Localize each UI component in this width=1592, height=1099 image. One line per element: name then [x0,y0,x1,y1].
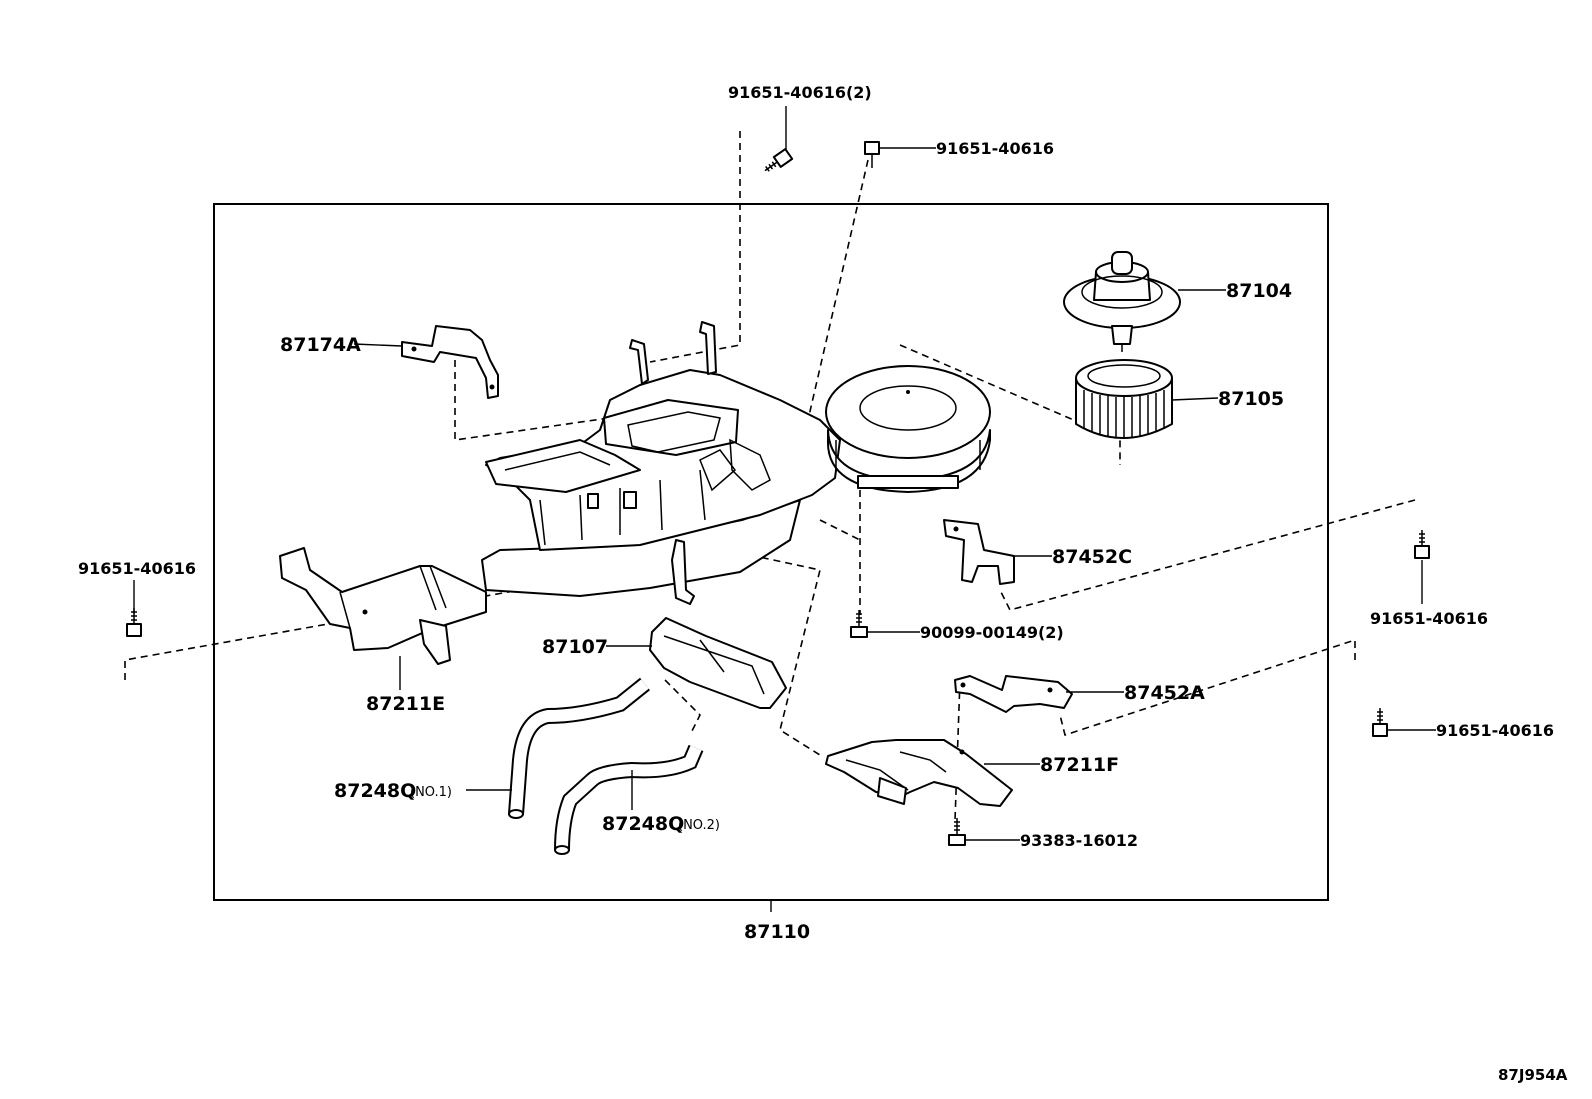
label-87110: 87110 [744,921,810,943]
bolt-right-2-icon [1372,708,1388,737]
label-87452a: 87452A [1124,682,1205,704]
label-87211e: 87211E [366,693,445,715]
label-87248q-no2: 87248Q [602,813,684,835]
label-87248q-no1: 87248Q [334,780,416,802]
label-93383-16012: 93383-16012 [1020,831,1138,850]
bolt-top-right-icon [864,141,880,168]
leader-lines [133,106,1436,841]
hose-87248q-no1-icon [508,677,650,819]
duct-87211e-icon [279,547,487,665]
bracket-87452a-icon [954,675,1073,713]
label-bolt-right-1: 91651-40616 [1370,609,1488,628]
screw-16012-icon [948,818,966,846]
bolt-top-icon [764,148,794,172]
label-bolt-top: 91651-40616(2) [728,83,872,102]
label-87248q-no2-note: (NO.2) [678,818,720,833]
label-bolt-top-right: 91651-40616 [936,139,1054,158]
label-87452c: 87452C [1052,546,1132,568]
duct-87211f-icon [825,739,1013,807]
label-87104: 87104 [1226,280,1292,302]
bolt-right-1-icon [1414,530,1430,559]
screw-00149-icon [850,610,868,638]
drawing-reference: 87J954A [1498,1066,1568,1084]
part-labels: 91651-40616(2) 91651-40616 87174A 87104 … [78,83,1568,1084]
label-87248q-no1-note: (NO.1) [410,785,452,800]
bracket-87174a-icon [401,325,499,399]
label-87211f: 87211F [1040,754,1119,776]
label-bolt-right-2: 91651-40616 [1436,721,1554,740]
bracket-87452c-icon [943,519,1015,585]
label-bolt-left: 91651-40616 [78,559,196,578]
duct-87107-icon [649,617,787,709]
label-90099-00149: 90099-00149(2) [920,623,1064,642]
label-87174a: 87174A [280,334,361,356]
hose-87248q-no2-icon [554,744,704,855]
heater-case-icon [481,321,991,605]
blower-motor-87104-icon [1063,251,1181,352]
blower-fan-87105-icon [1075,359,1173,439]
label-87107: 87107 [542,636,608,658]
label-87105: 87105 [1218,388,1284,410]
